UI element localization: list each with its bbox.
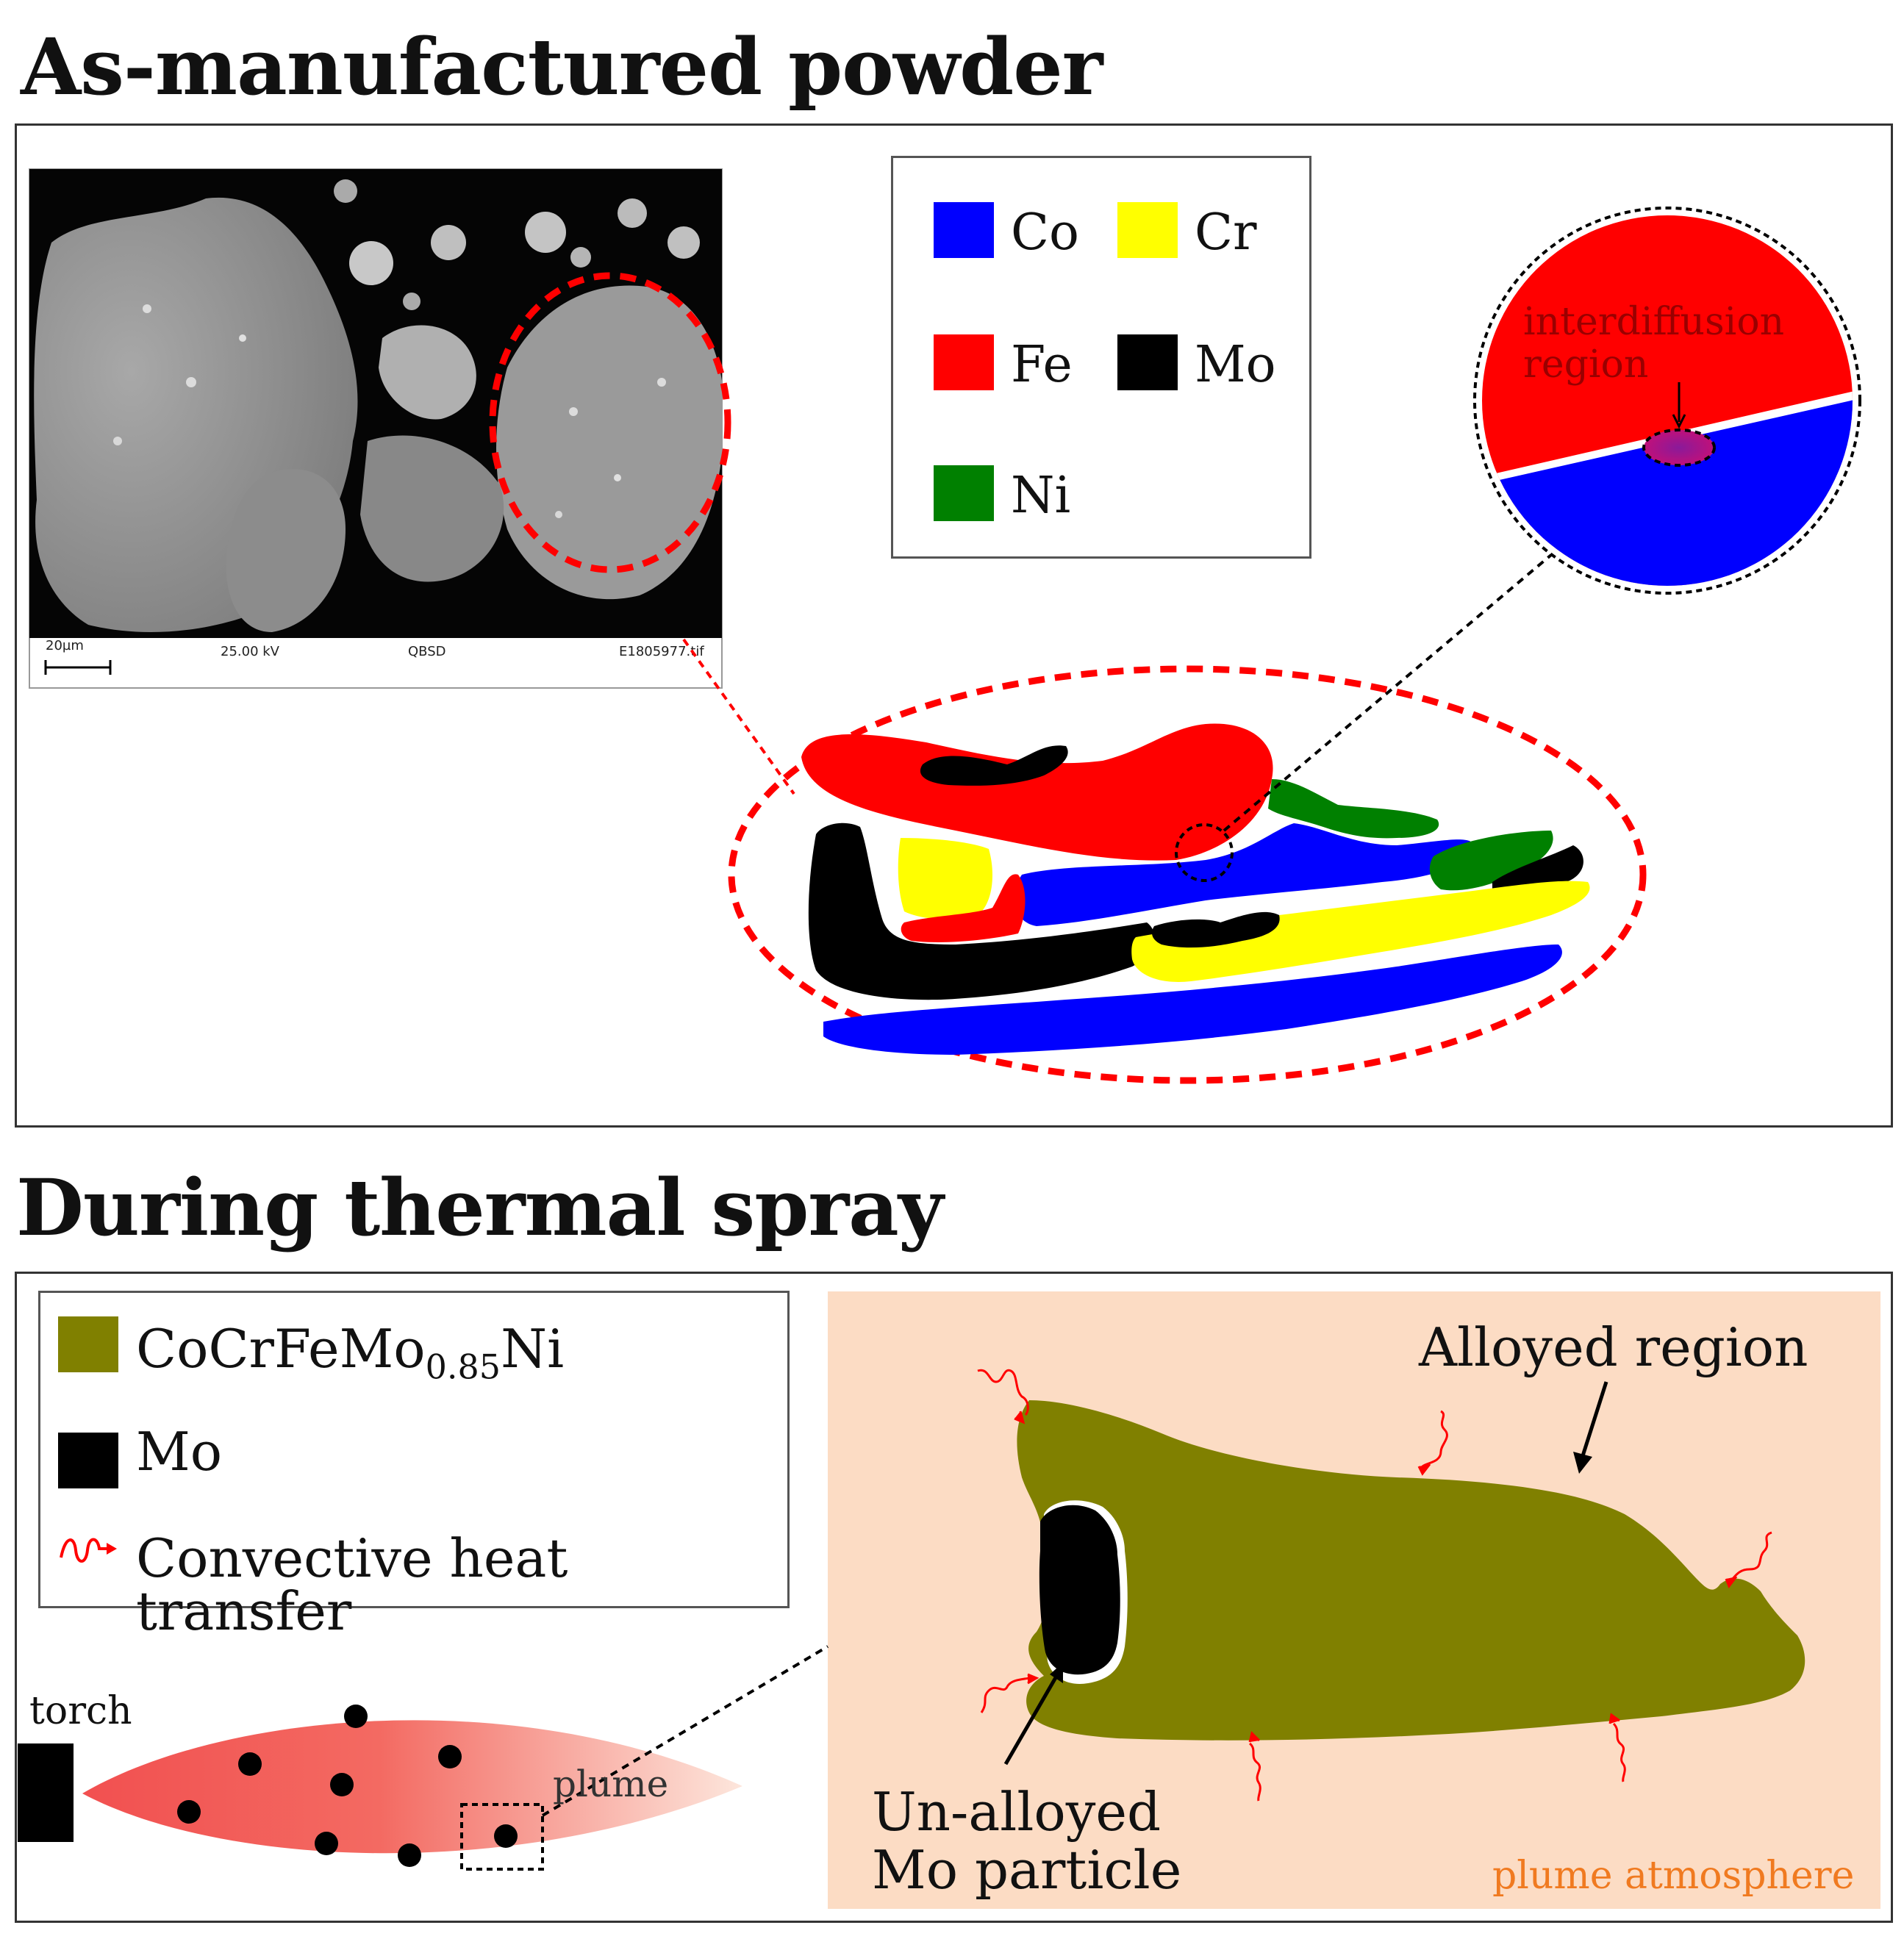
powder-particle xyxy=(330,1773,354,1796)
sem-scale-label: 20µm xyxy=(46,638,84,653)
legend-label-fe: Fe xyxy=(1011,336,1073,394)
powder-schematic xyxy=(728,665,1647,1084)
interdiffusion-zone xyxy=(1642,429,1716,467)
interdiffusion-label: interdiffusion region xyxy=(1523,303,1832,384)
legend-label-cr: Cr xyxy=(1195,204,1257,262)
heat-transfer-icon xyxy=(60,1538,117,1563)
alloy-swatch xyxy=(58,1316,118,1372)
legend-label-mo-bottom: Mo xyxy=(136,1421,223,1483)
unalloyed-line1: Un-alloyed xyxy=(872,1781,1162,1843)
fe-swatch xyxy=(934,334,994,390)
section-title-thermal-spray: During thermal spray xyxy=(16,1161,943,1253)
alloyed-arrow xyxy=(1578,1381,1608,1463)
powder-particle xyxy=(177,1800,201,1824)
cr-swatch xyxy=(1117,202,1178,258)
ni-swatch xyxy=(934,465,994,521)
mo-grain xyxy=(1492,845,1583,891)
co-grain xyxy=(1014,823,1474,926)
highlight-particle-outline xyxy=(489,272,731,573)
alloy-prefix: CoCrFeMo xyxy=(136,1318,426,1380)
legend-label-heat: Convective heat transfer xyxy=(136,1527,568,1642)
cr-grain xyxy=(1131,881,1590,982)
torch-label: torch xyxy=(29,1689,132,1733)
unalloyed-line2: Mo particle xyxy=(872,1839,1182,1902)
sem-file-id: E1805977.tif xyxy=(619,644,704,659)
unalloyed-arrow xyxy=(1003,1669,1062,1766)
sem-particle xyxy=(496,285,722,600)
plume-atmosphere-label: plume atmosphere xyxy=(1492,1854,1855,1898)
fe-grain xyxy=(901,874,1026,942)
sem-particle xyxy=(379,325,476,420)
sem-particle xyxy=(360,435,504,582)
alloyed-region-label: Alloyed region xyxy=(1419,1316,1808,1378)
co-grain xyxy=(823,945,1562,1055)
mo-grain xyxy=(920,745,1068,786)
alloy-suffix: Ni xyxy=(501,1318,565,1380)
legend-label-alloy: CoCrFeMo0.85Ni xyxy=(136,1322,564,1383)
alloyed-region-shape xyxy=(1017,1400,1805,1741)
heat-transfer-arrows xyxy=(977,1369,1772,1802)
sem-micrograph: 20µm 25.00 kV QBSD E1805977.tif xyxy=(29,168,723,689)
cr-grain xyxy=(898,838,992,920)
particle-boundary-outline xyxy=(728,665,1647,1084)
mo-grain xyxy=(808,822,1155,1000)
co-swatch xyxy=(934,202,994,258)
powder-particle xyxy=(494,1824,518,1848)
legend-label-co: Co xyxy=(1011,204,1079,262)
interdiffusion-line2: region xyxy=(1523,343,1649,387)
powder-particle xyxy=(398,1843,421,1867)
legend-label-mo: Mo xyxy=(1195,336,1276,394)
zoom-connector xyxy=(1223,553,1553,832)
legend-label-ni: Ni xyxy=(1011,467,1071,525)
torch-body xyxy=(18,1743,74,1842)
powder-particle xyxy=(438,1745,462,1768)
element-legend: Co Cr Fe Mo Ni xyxy=(891,156,1311,559)
sem-particle xyxy=(226,469,346,632)
spray-legend: CoCrFeMo0.85Ni Mo Convective heat transf… xyxy=(38,1291,790,1638)
ni-grain xyxy=(1268,779,1439,839)
mo-grain xyxy=(1152,911,1280,948)
interdiffusion-marker xyxy=(1175,823,1234,882)
plume-label: plume xyxy=(553,1763,669,1805)
mo-legend-swatch xyxy=(58,1433,118,1488)
zoom-box xyxy=(460,1803,544,1871)
sem-voltage: 25.00 kV xyxy=(221,644,280,659)
interdiffusion-line1: interdiffusion xyxy=(1523,300,1785,344)
zoom-connector xyxy=(541,1645,829,1817)
alloy-subscript: 0.85 xyxy=(425,1347,501,1387)
powder-particle xyxy=(315,1832,338,1855)
zoom-connector xyxy=(682,638,795,795)
powder-particle xyxy=(344,1705,368,1728)
fe-grain xyxy=(801,723,1273,861)
ni-grain xyxy=(1429,831,1553,891)
section-title-as-manufactured: As-manufactured powder xyxy=(21,21,1103,112)
in-flight-particle xyxy=(977,1369,1805,1802)
magnified-interface xyxy=(1473,207,1861,595)
powder-particle xyxy=(238,1752,262,1776)
mo-swatch xyxy=(1117,334,1178,390)
unalloyed-mo-label: Un-alloyed Mo particle xyxy=(872,1781,1313,1902)
mo-particle-shape xyxy=(1039,1505,1120,1675)
spray-plume xyxy=(18,1645,829,1871)
sem-detector: QBSD xyxy=(408,644,446,659)
